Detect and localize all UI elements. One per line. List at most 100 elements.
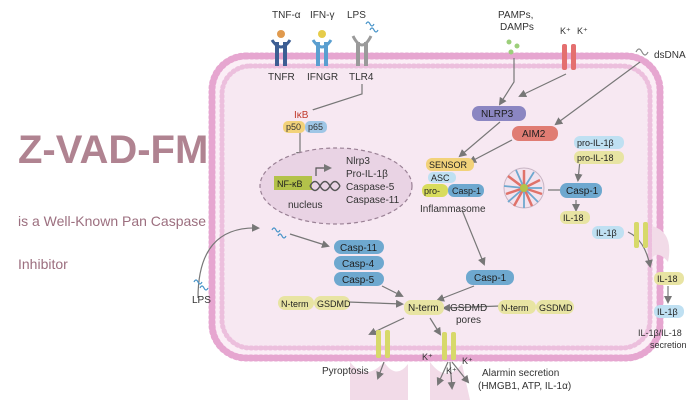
intracellular-lps-squiggle-icon (271, 227, 287, 239)
nucleus-ellipse (259, 147, 413, 225)
figure-subtitle-line2: Inhibitor (18, 256, 68, 272)
nlrp3-label: NLRP3 (481, 109, 514, 120)
extracellular-lps-label: LPS (192, 295, 211, 306)
nucleus-label: nucleus (288, 200, 322, 211)
gsdmd-pore-icon (442, 332, 456, 360)
casp11-pill (334, 240, 384, 254)
inflammasome-casp1-label: Casp-1 (452, 186, 481, 196)
gene-caspase5-label: Caspase-5 (346, 182, 395, 193)
k-efflux-to-nlrp3-arrow (518, 73, 567, 98)
tlr4-receptor-icon (351, 35, 373, 66)
secretion-label-line2: secretion (650, 340, 687, 350)
cleaved-nterm-pill (404, 300, 444, 315)
secretion-label-line1: IL-1β/IL-18 (638, 328, 682, 338)
k-efflux-arrow-3 (451, 361, 470, 384)
asc-pill (428, 172, 456, 183)
k-plus-top-label: K⁺ (560, 26, 571, 36)
gsdmd-pores-label-line1: GSDMD (450, 303, 487, 314)
canonical-casp1-label: Casp-1 (474, 273, 507, 284)
pyroptosis-bleb-shape (350, 362, 408, 400)
casp1-to-nterm-arrow (436, 285, 475, 302)
p50-pill (283, 121, 305, 133)
pore-to-pyroptosis-arrow (376, 361, 385, 380)
casp4-label: Casp-4 (342, 259, 375, 270)
k-efflux-arrow-2 (447, 361, 456, 390)
k-plus-efflux-label-b: K⁺ (446, 366, 457, 376)
secreted-il1b-label: IL-1β (657, 307, 678, 317)
secreted-il18-pill (654, 272, 684, 285)
lps-top-squiggle-icon (365, 21, 379, 33)
left-gsdmd-pill (314, 296, 350, 310)
gsdmd-pores-label-line2: pores (456, 315, 481, 326)
pamps-label-line2: DAMPs (500, 22, 534, 33)
nterm-to-pores-arrow (429, 317, 442, 336)
dsdna-squiggle-icon (635, 48, 649, 56)
casp5-pill (334, 272, 384, 286)
pro-il18-pill (574, 151, 624, 164)
left-nterm-pill (278, 296, 314, 310)
right-gsdmd-to-nterm-arrow (442, 303, 501, 312)
gene-caspase11-label: Caspase-11 (346, 195, 400, 206)
canonical-casp1-pill (466, 270, 514, 285)
pamps-to-nlrp3-arrow (498, 58, 515, 106)
gsdmd-pore-icon (634, 222, 648, 248)
figure-subtitle-line1: is a Well-Known Pan Caspase (18, 213, 207, 229)
tnf-alpha-label: TNF-α (272, 10, 301, 21)
right-nterm-pill (498, 300, 536, 314)
gsdmd-pore-icon (376, 330, 390, 358)
pro-caspase-prefix-pill (422, 184, 448, 197)
mature-il18-label: IL-18 (563, 213, 584, 223)
tnfr-label: TNFR (268, 72, 295, 83)
pamps-particle-icon (514, 43, 520, 49)
right-nterm-label: N-term (501, 303, 529, 313)
casp5-to-nterm-arrow (381, 285, 404, 297)
receptor-to-ikb-arrow (298, 84, 363, 116)
pamps-particle-icon (508, 49, 514, 55)
p65-pill (305, 121, 327, 133)
left-gsdmd-label: GSDMD (317, 299, 351, 309)
transcription-arrow-icon (315, 164, 332, 176)
mature-il18-pill (560, 211, 590, 224)
pamps-particle-icon (506, 39, 512, 45)
active-casp1-label: Casp-1 (566, 186, 599, 197)
k-plus-top-label-2: K⁺ (577, 26, 588, 36)
casp4-pill (334, 256, 384, 270)
nterm-to-pyroptosis-arrow (368, 317, 405, 336)
pamps-label-line1: PAMPs, (498, 10, 533, 21)
inflammasome-to-canonical-casp1-arrow (461, 209, 486, 266)
secretion-bleb-shape (652, 226, 670, 262)
il1b-secretion-arrow (627, 231, 653, 268)
ifngr-label: IFNGR (307, 72, 338, 83)
aim2-label: AIM2 (522, 129, 546, 140)
ikb-label: IκB (294, 110, 309, 121)
nfkb-label: NF-κB (277, 179, 303, 189)
inflammasome-complex-icon (503, 167, 545, 209)
p50-label: p50 (286, 122, 301, 132)
alarmin-label-line1: Alarmin secretion (482, 368, 559, 379)
pro-il18-label: pro-IL-18 (577, 153, 614, 163)
inflammasome-label: Inflammasome (420, 204, 486, 215)
active-casp1-pill (560, 183, 602, 198)
p65-label: p65 (308, 122, 323, 132)
nfkb-box (274, 176, 312, 190)
mature-il1b-label: IL-1β (596, 228, 617, 238)
lps-top-label: LPS (347, 10, 366, 21)
ikb-label-box (292, 108, 314, 120)
pro-il1b-pill (574, 136, 624, 149)
dsdna-to-aim2-arrow (554, 61, 641, 126)
pyroptosis-label: Pyroptosis (322, 366, 369, 377)
dna-helix-icon (309, 180, 341, 192)
cleaved-nterm-label: N-term (408, 303, 439, 314)
casp5-label: Casp-5 (342, 275, 375, 286)
casp11-label: Casp-11 (340, 243, 377, 254)
extracellular-lps-squiggle-icon (193, 279, 209, 291)
right-gsdmd-label: GSDMD (539, 303, 573, 313)
sensor-label: SENSOR (429, 160, 468, 170)
gene-pro-il1b-label: Pro-IL-1β (346, 169, 388, 180)
left-nterm-label: N-term (281, 299, 309, 309)
sensor-pill (426, 158, 474, 171)
nlrp3-to-inflammasome-arrow (458, 121, 501, 158)
k-plus-efflux-label-c: K⁺ (462, 356, 473, 366)
pro-caspase-prefix-label: pro- (424, 186, 440, 196)
